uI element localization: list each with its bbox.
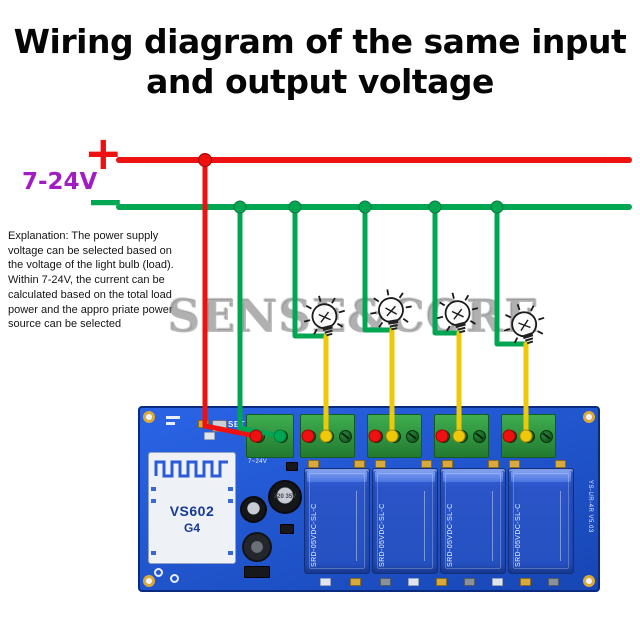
capacitor-label: 220 35V xyxy=(273,494,297,500)
smd-component xyxy=(555,460,566,468)
terminal-screw xyxy=(387,429,401,443)
mounting-hole xyxy=(143,411,155,423)
power-terminal-label: 7~24V xyxy=(248,459,268,465)
silkscreen-ring xyxy=(170,574,179,583)
wifi-module: VS602 G4 xyxy=(148,452,236,564)
set-button xyxy=(212,420,227,432)
set-button-label: SET xyxy=(228,420,246,429)
silkscreen-ring xyxy=(154,568,163,577)
relay-label: SRD-05VDC-SL-C xyxy=(447,503,454,567)
smd-component xyxy=(509,460,520,468)
explanation-text: Explanation: The power supply voltage ca… xyxy=(8,230,174,331)
relay-marking xyxy=(560,491,561,561)
negative-rail xyxy=(116,204,632,210)
relay-3: SRD-05VDC-SL-C xyxy=(440,468,506,574)
smd-component xyxy=(380,578,391,586)
smd-component xyxy=(464,578,475,586)
mounting-hole xyxy=(143,575,155,587)
terminal-screw xyxy=(437,429,451,443)
relay4-terminal-block xyxy=(501,414,556,458)
plus-symbol: + xyxy=(84,126,123,180)
smd-component xyxy=(520,578,531,586)
solder-pad xyxy=(228,487,233,491)
terminal-screw xyxy=(320,429,334,443)
relay3-terminal-block xyxy=(434,414,489,458)
smd-component xyxy=(421,460,432,468)
diagram-title: Wiring diagram of the same input and out… xyxy=(0,22,640,101)
smd-component xyxy=(408,578,419,586)
wifi-module-name: VS602 xyxy=(169,503,215,519)
smd-component xyxy=(492,578,503,586)
positive-rail xyxy=(116,157,632,163)
smd-component xyxy=(488,460,499,468)
solder-pad xyxy=(228,551,233,555)
solder-pad xyxy=(151,487,156,491)
relay2-terminal-block xyxy=(367,414,422,458)
relay-label: SRD-05VDC-SL-C xyxy=(515,503,522,567)
relay-marking xyxy=(356,491,357,561)
smd-component xyxy=(198,420,209,428)
terminal-screw xyxy=(472,429,486,443)
solder-pad xyxy=(228,499,233,503)
inductor xyxy=(242,532,272,562)
relay-2: SRD-05VDC-SL-C xyxy=(372,468,438,574)
electrolytic-capacitor: 220 35V xyxy=(268,480,302,514)
silkscreen-mark xyxy=(166,416,180,419)
ic-chip xyxy=(244,566,270,578)
solder-pad xyxy=(151,551,156,555)
smd-component xyxy=(442,460,453,468)
terminal-screw xyxy=(405,429,419,443)
mounting-hole xyxy=(583,575,595,587)
smd-component xyxy=(548,578,559,586)
minus-symbol: − xyxy=(86,174,125,228)
terminal-screw xyxy=(454,429,468,443)
terminal-screw xyxy=(338,429,352,443)
voltage-range-label: 7-24V xyxy=(22,169,98,195)
relay-board: SET 7~24V xyxy=(138,406,600,592)
relay-label: SRD-05VDC-SL-C xyxy=(379,503,386,567)
ic-chip xyxy=(286,462,298,471)
smd-component xyxy=(350,578,361,586)
relay1-terminal-block xyxy=(300,414,355,458)
relay-1: SRD-05VDC-SL-C xyxy=(304,468,370,574)
relay-label: SRD-05VDC-SL-C xyxy=(311,503,318,567)
smd-component xyxy=(375,460,386,468)
diagram-title-line-1: Wiring diagram of the same input xyxy=(13,22,627,61)
terminal-screw xyxy=(303,429,317,443)
solder-pad xyxy=(151,499,156,503)
antenna-trace xyxy=(154,460,228,478)
electrolytic-capacitor xyxy=(240,496,267,523)
smd-component xyxy=(320,578,331,586)
terminal-screw xyxy=(370,429,384,443)
smd-component xyxy=(308,460,319,468)
terminal-screw xyxy=(504,429,518,443)
relay-4: SRD-05VDC-SL-C xyxy=(508,468,574,574)
smd-component xyxy=(436,578,447,586)
terminal-screw xyxy=(521,429,535,443)
board-side-label: YS-UR-4R V5.03 xyxy=(587,480,593,533)
mounting-hole xyxy=(583,411,595,423)
relay-marking xyxy=(424,491,425,561)
smd-component xyxy=(204,432,215,440)
terminal-screw xyxy=(252,429,265,443)
ic-chip xyxy=(280,524,294,534)
terminal-screw xyxy=(275,429,288,443)
wifi-module-variant: G4 xyxy=(183,521,200,535)
smd-component xyxy=(354,460,365,468)
watermark-text: SENSE&CORE xyxy=(168,290,541,343)
terminal-screw xyxy=(539,429,553,443)
silkscreen-mark xyxy=(166,422,175,425)
power-terminal-block xyxy=(246,414,294,458)
diagram-title-line-2: and output voltage xyxy=(146,61,494,101)
relay-marking xyxy=(492,491,493,561)
